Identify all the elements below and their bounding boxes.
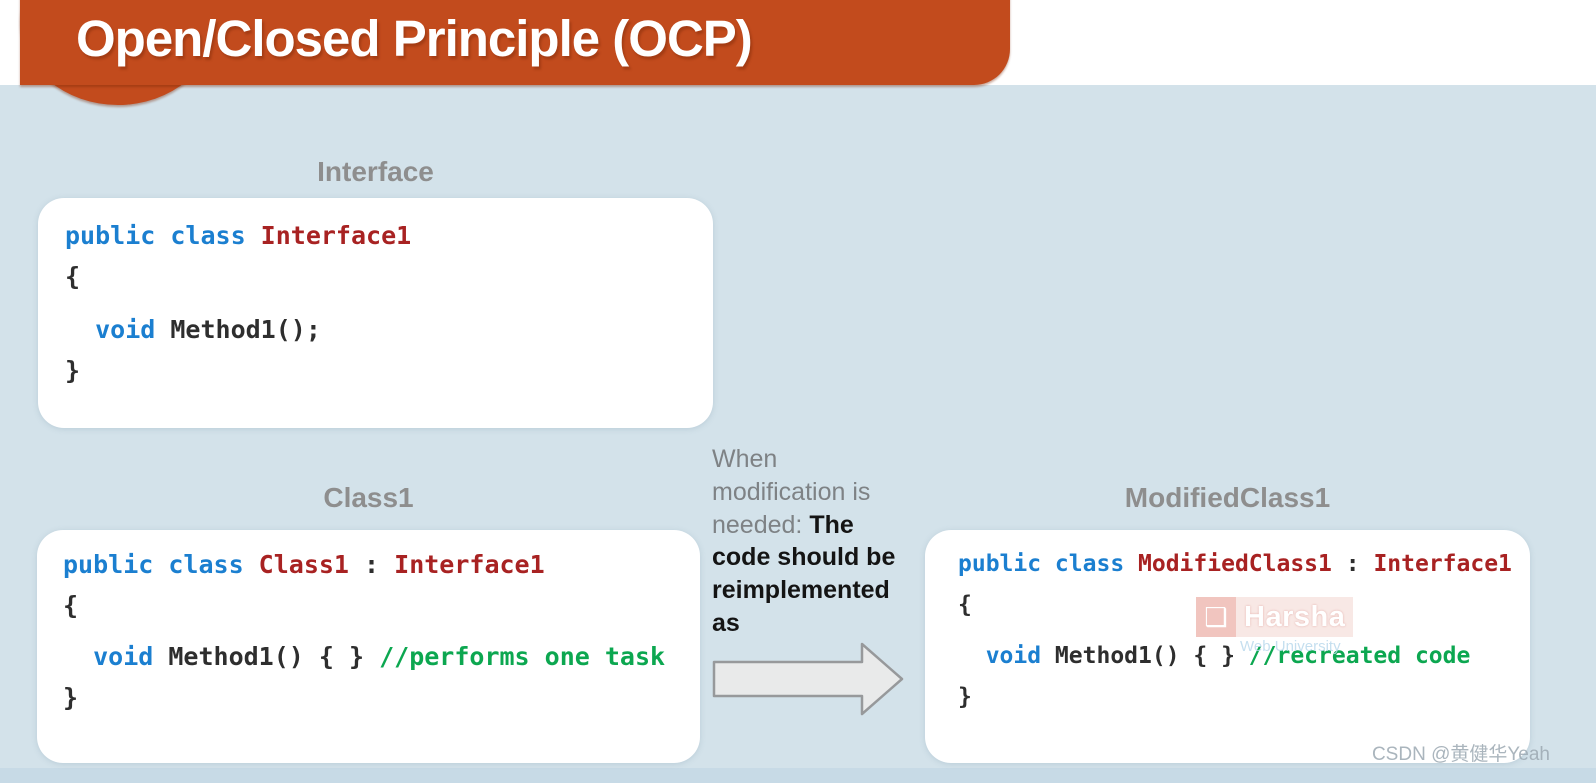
code-token-plain: Method1();: [155, 315, 321, 344]
code-line: void Method1() { } //performs one task: [63, 636, 690, 677]
page-title: Open/Closed Principle (OCP): [76, 10, 753, 67]
code-token-type: Interface1: [394, 550, 545, 579]
code-line: public class Interface1: [65, 215, 703, 256]
interface-card: public class Interface1 { void Method1()…: [38, 198, 713, 428]
annotation-emph-text: The: [809, 510, 854, 539]
title-banner: [20, 0, 1010, 85]
code-line: }: [63, 683, 79, 712]
modifiedclass1-card-label: ModifiedClass1: [1124, 482, 1331, 513]
code-token-plain: Method1() { }: [1041, 643, 1249, 669]
code-token-keyword: void: [93, 642, 154, 671]
modification-annotation: When modification is needed: The code sh…: [712, 443, 927, 640]
harsha-watermark-subtitle: Web University: [1240, 638, 1341, 655]
interface-card-label: Interface: [317, 156, 434, 187]
code-token-keyword: void: [985, 643, 1042, 669]
code-token-keyword: public class: [63, 550, 259, 579]
right-arrow-icon: [712, 641, 905, 717]
harsha-watermark-title: Harsha: [1244, 601, 1346, 633]
code-token-keyword: public class: [65, 221, 261, 250]
code-token-type: Class1: [258, 550, 349, 579]
code-token-type: ModifiedClass1: [1138, 551, 1332, 577]
harsha-watermark-row: ❑ Harsha: [1196, 597, 1354, 637]
annotation-line: code should be: [712, 541, 927, 574]
class1-card-label: Class1: [323, 482, 414, 513]
annotation-muted-text: When: [712, 445, 778, 473]
modifiedclass1-card: public class ModifiedClass1 : Interface1…: [925, 530, 1530, 763]
code-line: }: [65, 356, 81, 385]
background-bottom-strip: [0, 768, 1596, 783]
annotation-muted-text: needed:: [712, 510, 810, 539]
annotation-line: as: [712, 607, 927, 640]
code-line: {: [63, 591, 79, 620]
code-line: public class Class1 : Interface1: [63, 544, 690, 585]
code-line: {: [65, 262, 81, 291]
code-line: }: [958, 684, 972, 710]
code-token-type: Interface1: [1373, 551, 1512, 577]
annotation-line: needed: The: [712, 509, 927, 542]
csdn-watermark: CSDN @黄健华Yeah: [1371, 744, 1550, 765]
annotation-emph-text: reimplemented: [712, 576, 890, 605]
code-token-keyword: public class: [958, 551, 1139, 577]
code-line: public class ModifiedClass1 : Interface1: [958, 544, 1522, 585]
code-line: {: [958, 592, 972, 618]
code-token-keyword: void: [95, 315, 156, 344]
code-token-comment: //performs one task: [379, 642, 666, 671]
code-token-plain: :: [348, 550, 395, 579]
annotation-emph-text: as: [712, 608, 740, 637]
class1-code-block: public class Class1 : Interface1 { void …: [37, 530, 700, 718]
code-token-plain: Method1() { }: [153, 642, 380, 671]
harsha-watermark: ❑ Harsha Web University: [1196, 597, 1354, 655]
code-line: void Method1() { } //recreated code: [958, 636, 1522, 677]
code-blank-line: [65, 297, 703, 309]
annotation-line: When: [712, 443, 927, 476]
annotation-emph-text: code should be: [712, 543, 896, 572]
code-line: void Method1();: [65, 309, 703, 350]
annotation-muted-text: modification is: [712, 477, 871, 506]
code-blank-line: [63, 626, 690, 636]
code-token-plain: :: [1331, 551, 1374, 577]
harsha-logo-icon: ❑: [1196, 597, 1236, 637]
annotation-line: modification is: [712, 476, 927, 509]
interface-code-block: public class Interface1 { void Method1()…: [38, 198, 713, 391]
modifiedclass1-code-block: public class ModifiedClass1 : Interface1…: [925, 530, 1530, 718]
code-token-comment: //recreated code: [1248, 643, 1471, 669]
annotation-line: reimplemented: [712, 574, 927, 607]
code-token-type: Interface1: [260, 221, 412, 250]
class1-card: public class Class1 : Interface1 { void …: [37, 530, 700, 763]
